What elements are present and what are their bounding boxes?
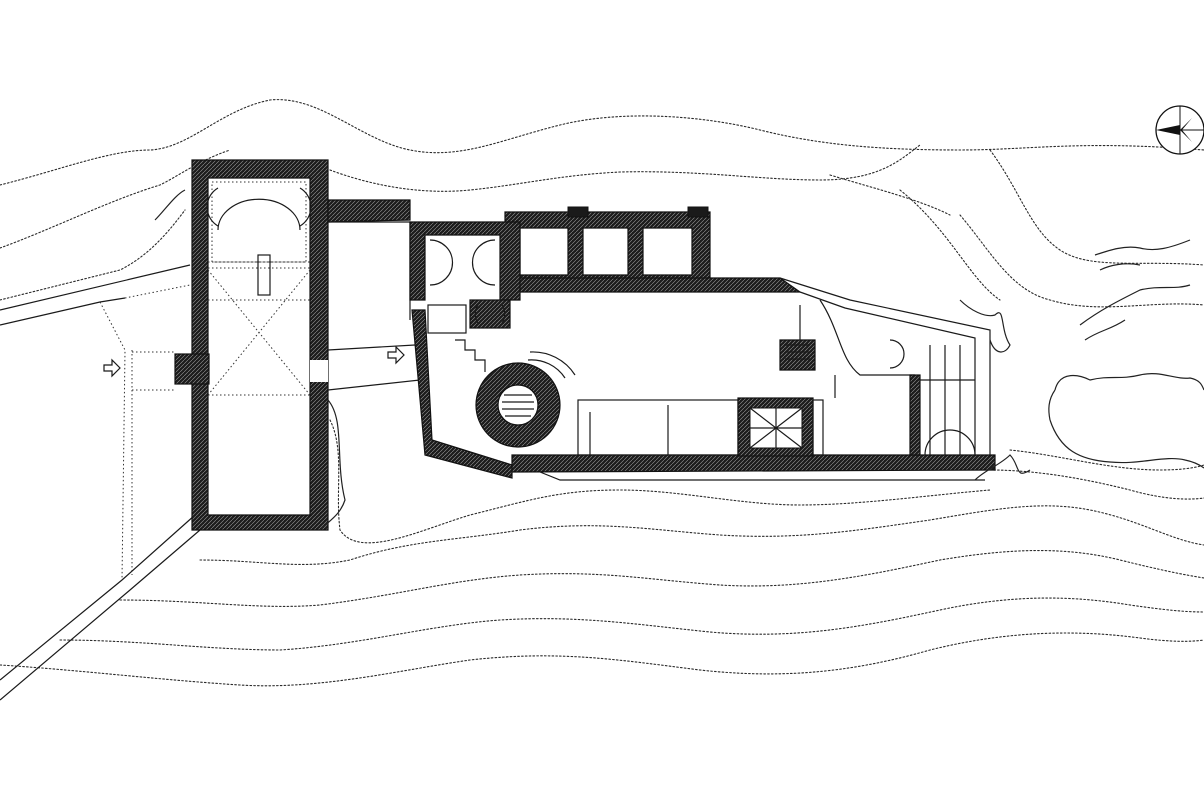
entrance-arrow-icon [103, 358, 121, 378]
entrance-arrow-icon [387, 345, 405, 365]
contour-lines [0, 99, 1204, 687]
rock-outcrop [154, 189, 1204, 481]
north-arrow-icon [1155, 105, 1204, 155]
gate-tower [174, 159, 329, 531]
outer-ward [0, 264, 201, 701]
main-castle [409, 206, 996, 481]
bridge-passage [319, 199, 421, 531]
